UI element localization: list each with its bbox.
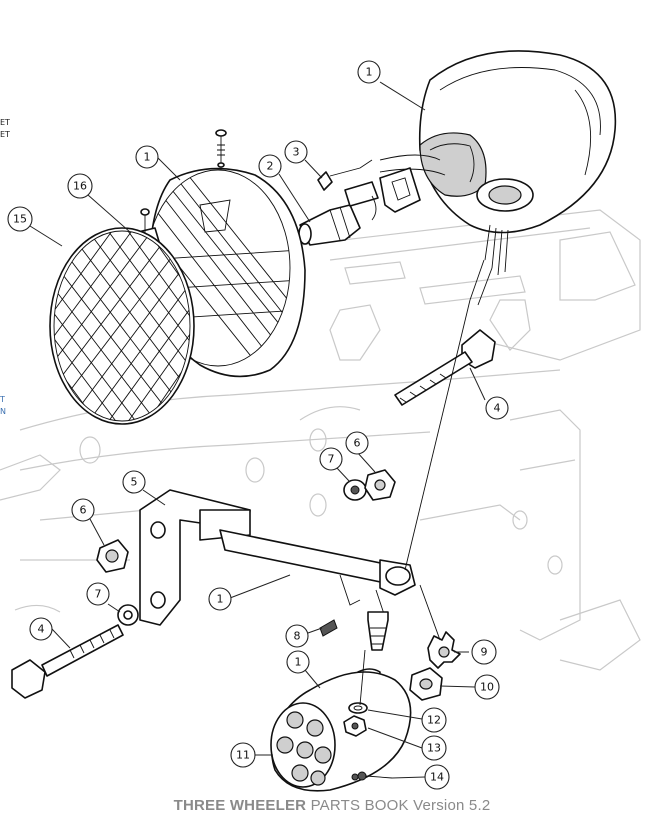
callout-7b: 7 <box>86 582 110 606</box>
svg-text:9: 9 <box>481 646 488 659</box>
nut-left <box>96 539 129 573</box>
washer-nut-right <box>343 469 396 501</box>
callout-1a: 1 <box>357 60 381 84</box>
footer-title-rest: PARTS BOOK <box>306 797 409 814</box>
svg-text:1: 1 <box>217 593 224 606</box>
mounting-screw-top <box>215 129 227 170</box>
stud <box>367 611 389 651</box>
mounting-bracket <box>139 489 416 626</box>
svg-text:14: 14 <box>430 771 444 784</box>
svg-text:4: 4 <box>38 623 45 636</box>
leader-lines <box>29 81 486 779</box>
callout-14: 14 <box>424 764 450 790</box>
svg-text:11: 11 <box>236 749 250 762</box>
assembly-guide-line-3 <box>419 584 441 641</box>
footer-title: THREE WHEELER PARTS BOOK Version 5.2 <box>0 797 664 814</box>
callout-1c: 1 <box>208 587 232 611</box>
callout-4a: 4 <box>485 396 509 420</box>
callout-7a: 7 <box>319 447 343 471</box>
svg-text:6: 6 <box>80 504 87 517</box>
footer-version: Version 5.2 <box>413 797 491 814</box>
bolt-top <box>394 329 496 406</box>
callout-6b: 6 <box>71 498 95 522</box>
callout-11: 11 <box>230 742 256 768</box>
svg-text:1: 1 <box>366 66 373 79</box>
callout-12: 12 <box>421 707 447 733</box>
callout-9: 9 <box>471 639 497 665</box>
nut-13 <box>343 715 367 737</box>
svg-text:2: 2 <box>267 160 274 173</box>
callout-1b: 1 <box>135 145 159 169</box>
svg-text:4: 4 <box>494 402 501 415</box>
screw-14 <box>357 771 393 781</box>
svg-text:12: 12 <box>427 714 441 727</box>
callout-16: 16 <box>67 173 93 199</box>
callout-10: 10 <box>474 674 500 700</box>
edge-fragment-3: T <box>0 395 5 404</box>
svg-text:10: 10 <box>480 681 494 694</box>
edge-fragment-1: ET <box>0 118 10 127</box>
callout-8: 8 <box>285 624 309 648</box>
svg-text:3: 3 <box>293 146 300 159</box>
callout-4b: 4 <box>29 617 53 641</box>
nut-10 <box>409 667 443 701</box>
assembly-guide-line <box>404 299 471 571</box>
lock-washer <box>427 631 461 669</box>
tail-light <box>270 671 412 792</box>
bolt-bottom <box>11 624 124 699</box>
svg-text:16: 16 <box>73 180 87 193</box>
washer-left <box>117 604 139 626</box>
edge-fragment-2: ET <box>0 130 10 139</box>
callout-13: 13 <box>421 735 447 761</box>
svg-text:6: 6 <box>354 437 361 450</box>
bulb-assembly <box>298 159 421 246</box>
callout-2: 2 <box>258 154 282 178</box>
svg-text:1: 1 <box>144 151 151 164</box>
svg-text:13: 13 <box>427 742 441 755</box>
callout-15: 15 <box>7 206 33 232</box>
washer-12 <box>348 702 368 714</box>
svg-text:1: 1 <box>295 656 302 669</box>
svg-text:5: 5 <box>131 476 138 489</box>
svg-text:7: 7 <box>95 588 102 601</box>
assembly-guide-line-2 <box>359 649 366 706</box>
callout-3: 3 <box>284 140 308 164</box>
headlight-grille <box>49 227 195 425</box>
callout-1d: 1 <box>286 650 310 674</box>
callout-6a: 6 <box>345 431 369 455</box>
footer-title-bold: THREE WHEELER <box>173 797 307 814</box>
headlight-housing <box>379 50 617 306</box>
edge-fragment-4: N <box>0 407 6 416</box>
svg-text:8: 8 <box>294 630 301 643</box>
callout-5: 5 <box>122 470 146 494</box>
svg-text:15: 15 <box>13 213 27 226</box>
svg-text:7: 7 <box>328 453 335 466</box>
set-screw <box>319 619 338 637</box>
